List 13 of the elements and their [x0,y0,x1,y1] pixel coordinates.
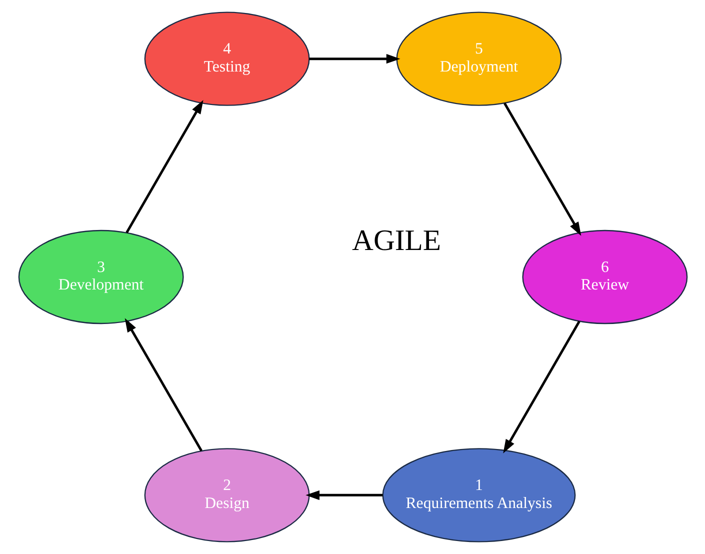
arrow [503,102,581,236]
label: AGILE [352,224,441,257]
arrow [305,490,382,500]
arrow [125,100,203,234]
node-ellipse: 4 Testing [144,12,310,106]
node-ellipse: 2 Design [144,448,310,542]
node-ellipse: 3 Development [18,230,184,324]
arrow [502,320,580,454]
arrow [124,318,202,452]
arrow [308,54,400,64]
node-ellipse: 5 Deployment [396,12,562,106]
node-ellipse: 1 Requirements Analysis [382,448,576,542]
node-ellipse: 6 Review [522,230,688,324]
